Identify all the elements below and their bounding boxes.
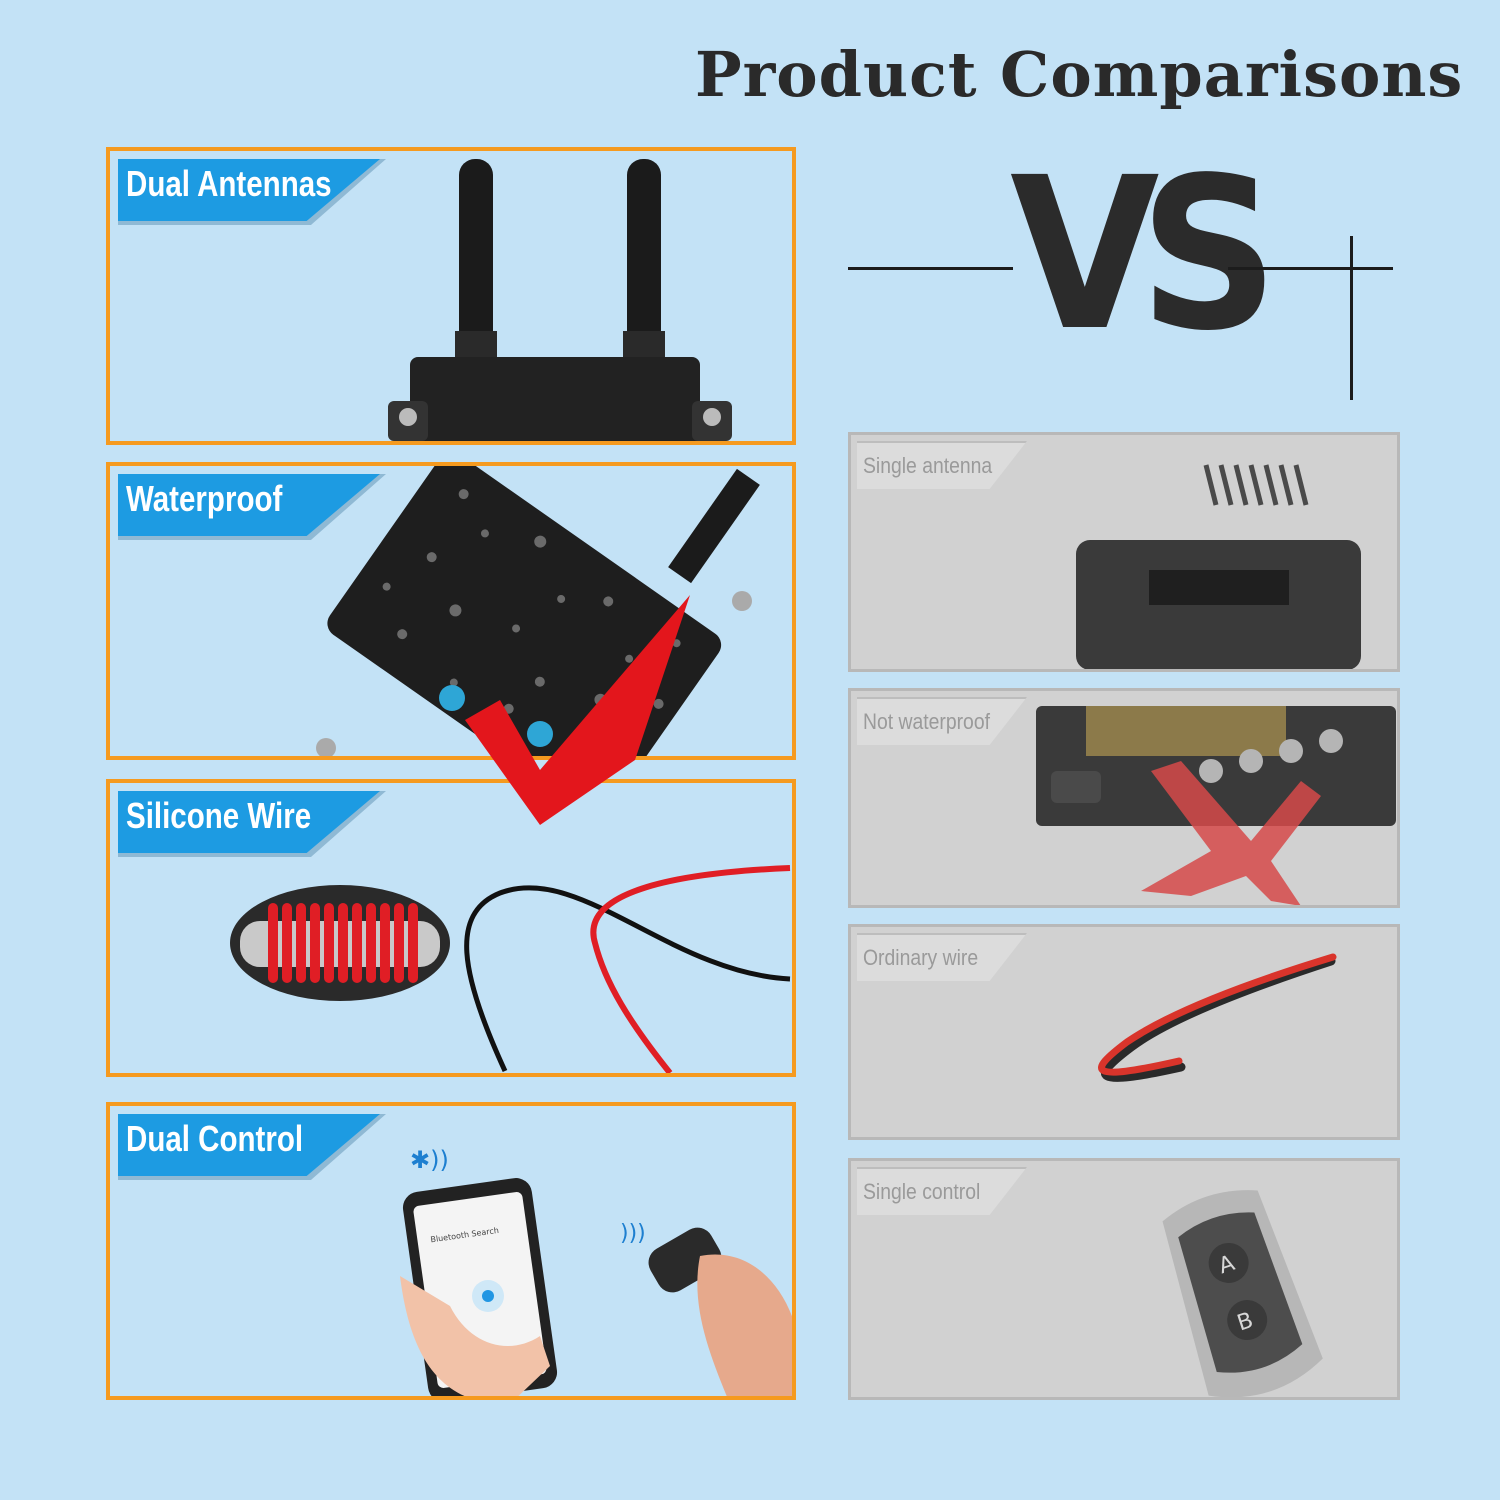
remote-button-b: B [1234, 1308, 1256, 1336]
vs-cross-line [1350, 236, 1353, 400]
feature-panel-dual-control: ✱)) Bluetooth Search ))) Dual Control [106, 1102, 796, 1400]
compare-label: Single antenna [863, 453, 993, 478]
vs-left-line [848, 267, 1013, 270]
feature-panel-dual-antennas: Dual Antennas [106, 147, 796, 445]
compare-panel-single-antenna: Single antenna [848, 432, 1400, 672]
feature-panel-silicone-wire: Silicone Wire [106, 779, 796, 1077]
dual-antenna-receiver-image [388, 159, 732, 441]
compare-label: Not waterproof [863, 709, 990, 734]
svg-text:))): ))) [620, 1221, 646, 1246]
checkmark-icon [465, 595, 690, 825]
svg-text:✱)): ✱)) [410, 1146, 449, 1174]
silicone-wire-image [230, 865, 791, 1073]
compare-tag: Single antenna [857, 441, 1027, 489]
feature-label: Silicone Wire [126, 795, 312, 836]
feature-label: Dual Control [126, 1118, 304, 1159]
vs-label: VS [1010, 132, 1278, 377]
remote-button-a: A [1216, 1251, 1238, 1279]
feature-label: Dual Antennas [126, 163, 332, 204]
page-title: Product Comparisons [695, 38, 1464, 111]
red-black-wire-image [1098, 953, 1337, 1082]
feature-label: Waterproof [126, 478, 283, 519]
vs-right-line [1228, 267, 1393, 270]
compare-label: Single control [863, 1179, 981, 1204]
compare-panel-not-waterproof: Not waterproof [848, 688, 1400, 908]
compare-panel-ordinary-wire: Ordinary wire [848, 924, 1400, 1140]
compare-panel-single-control: A B Single control [848, 1158, 1400, 1400]
terminal-block-image [1036, 706, 1396, 905]
key-fob-remote-image: A B [1162, 1190, 1323, 1397]
compare-label: Ordinary wire [863, 945, 979, 970]
phone-and-remote-image: ✱)) Bluetooth Search ))) [400, 1146, 792, 1396]
spring-antenna-receiver-image [1076, 464, 1361, 669]
